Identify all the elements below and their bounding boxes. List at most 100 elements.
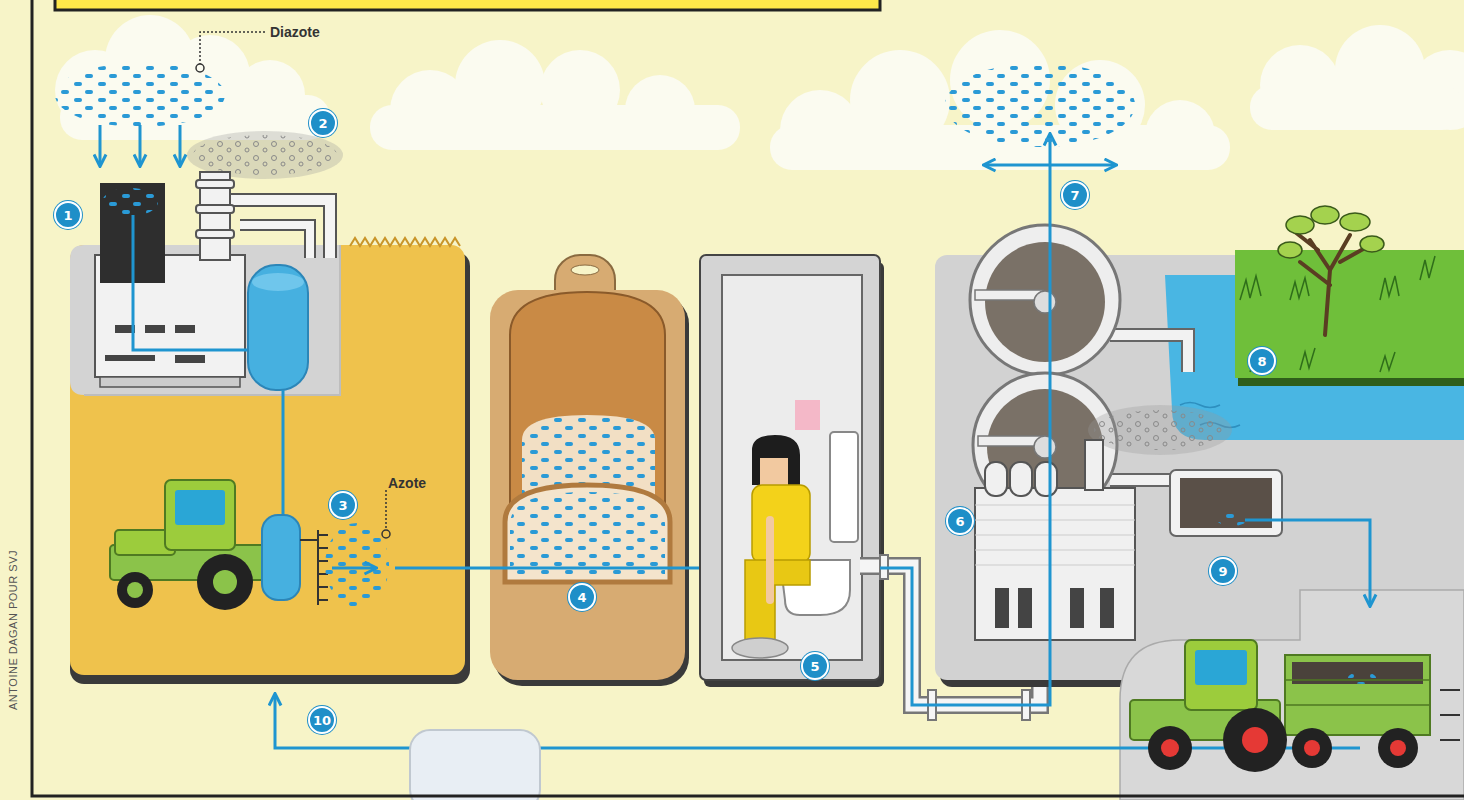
hair [752,435,800,492]
nitrogen-dots [1348,672,1376,684]
flow-arrow [1245,520,1370,605]
nitrogen-cloud [55,63,225,127]
window [145,325,165,333]
pants [745,560,810,640]
face [760,458,788,488]
board-hole [571,265,599,275]
wheel-hub [1390,740,1406,756]
nitrogen-spray [325,523,389,607]
wheel [1378,728,1418,768]
callout-number: 6 [946,507,974,535]
smoke-haze [1088,405,1232,455]
leaf-cluster [1340,213,1370,231]
tank-bridge [975,290,1043,300]
leaf-cluster [1311,206,1339,224]
wheat-edge [350,238,460,246]
callout-number: 3 [329,491,357,519]
slipper [732,638,788,658]
plant-building [975,488,1135,640]
pipe [1110,335,1188,372]
tree-leaves [1278,206,1384,258]
pipe-outline [230,200,330,258]
speed-lines [1440,690,1460,740]
flow-arrow [139,125,142,165]
window [1100,588,1114,628]
tractor-cab [1185,640,1257,710]
flow-arrow [985,164,1050,167]
wheel-hub [213,570,237,594]
chimney [1085,440,1103,490]
flow-line [282,390,285,520]
cloud-base [370,105,740,150]
wheel-hub [1304,740,1320,756]
road [1120,590,1464,800]
wall-lines [975,505,1135,565]
toilet-tank [830,432,858,542]
silo [1035,462,1057,496]
callout-number: 7 [1061,181,1089,209]
arm [766,520,774,600]
tank-water [985,242,1105,362]
spreader-rake [300,530,328,605]
trailer-ribs [1285,680,1430,705]
smoke [1094,410,1226,450]
tank-center [1034,291,1056,313]
nitrogen-dots [1216,510,1248,526]
nitrogen-dots [510,492,665,578]
flow-arrow [1050,164,1115,167]
silo [1010,462,1032,496]
window [995,588,1009,628]
callout-number: 8 [1248,347,1276,375]
pipe-outline [1110,473,1172,487]
label-text: Diazote [270,24,320,40]
wheel [1148,726,1192,770]
shirt [752,485,810,563]
callout-number: 10 [308,706,336,734]
settling-tank [970,225,1120,375]
leaf-cluster [1278,242,1302,258]
grass-island [1235,250,1464,378]
wheel [1223,708,1287,772]
pipe [240,225,310,258]
wheel-hub [1242,727,1268,753]
wheel [1292,728,1332,768]
ammonia-tank [248,265,308,390]
callout-number: 9 [1209,557,1237,585]
spreader-tank [262,515,300,600]
chimney-ring [196,205,234,213]
tractor-window [1195,650,1247,685]
tank-center [1034,436,1056,458]
callout-number: 2 [309,109,337,137]
tractor-cab [165,480,235,550]
wheel [117,572,153,608]
credit-line: ANTOINE DAGAN POUR SVJ [7,550,19,710]
leaf-cluster [1360,236,1384,252]
frame [32,0,1464,796]
pipe-outline [1110,335,1188,372]
window [1018,588,1032,628]
callout-number: 5 [801,652,829,680]
tree-trunk [1295,232,1365,335]
trailer [1285,655,1430,735]
wheel-hub [1161,739,1179,757]
smoke [193,135,337,175]
pipe-outline [240,225,310,258]
tractor-window [175,490,225,525]
window [105,355,155,361]
silo [985,462,1007,496]
nitrogen-cloud [945,63,1135,147]
leader-dot [382,530,390,538]
flow-arrow [99,125,102,165]
flow-arrow [1040,135,1050,705]
cloud-base [1250,85,1464,130]
toilet-paper [795,400,820,430]
wheel-hub [127,582,143,598]
flow-line [133,215,250,350]
factory-base [100,377,240,387]
toilet-room [700,255,880,680]
window [1070,588,1084,628]
title-bar [55,0,880,10]
